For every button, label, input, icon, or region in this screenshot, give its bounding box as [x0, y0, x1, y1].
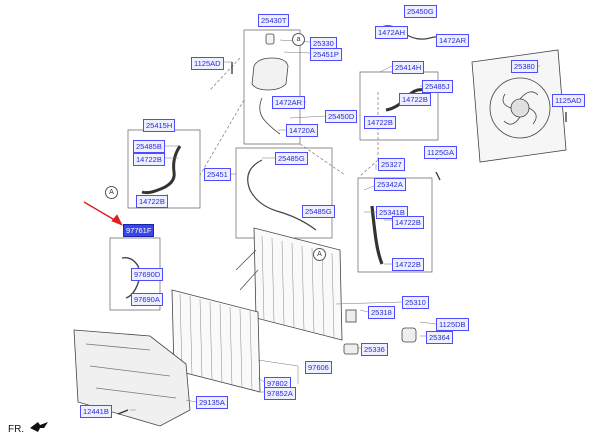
hose-box-25415 — [127, 129, 201, 209]
part-label-25336[interactable]: 25336 — [361, 343, 388, 356]
hose-25342 — [370, 205, 384, 265]
part-label-14722b-a[interactable]: 14722B — [399, 93, 431, 106]
part-label-97802[interactable]: 97802 — [264, 377, 291, 390]
part-label-12441b[interactable]: 12441B — [80, 405, 112, 418]
radiator — [253, 227, 343, 341]
reservoir-cap — [265, 33, 275, 45]
part-label-97606[interactable]: 97606 — [305, 361, 332, 374]
part-label-1125ga[interactable]: 1125GA — [424, 146, 457, 159]
callout-a-left: A — [105, 186, 118, 199]
part-label-25415h[interactable]: 25415H — [143, 119, 176, 132]
part-label-25450g[interactable]: 25450G — [404, 5, 437, 18]
part-label-25451[interactable]: 25451 — [204, 168, 231, 181]
part-label-97761f[interactable]: 97761F — [123, 224, 155, 237]
part-label-25485j[interactable]: 25485J — [422, 80, 453, 93]
front-carrier — [73, 329, 191, 427]
part-label-25318[interactable]: 25318 — [368, 306, 395, 319]
part-label-25485b[interactable]: 25485B — [133, 140, 165, 153]
callout-a-top: a — [292, 33, 305, 46]
part-label-25485g[interactable]: 25485G — [275, 152, 308, 165]
reservoir-tank — [251, 57, 289, 91]
part-label-1472ar[interactable]: 1472AR — [272, 96, 306, 109]
part-label-14722b-d[interactable]: 14722B — [136, 195, 168, 208]
bleed-hose — [247, 159, 317, 231]
hose-25415 — [141, 145, 182, 195]
part-label-25364[interactable]: 25364 — [426, 331, 453, 344]
part-label-97690d[interactable]: 97690D — [131, 268, 164, 281]
pointer-arrow-head — [111, 214, 123, 226]
part-label-25450d[interactable]: 25450D — [325, 110, 358, 123]
part-label-25327[interactable]: 25327 — [378, 158, 405, 171]
part-label-25414h[interactable]: 25414H — [392, 61, 425, 74]
part-label-25430t[interactable]: 25430T — [258, 14, 290, 27]
part-label-25341b[interactable]: 25341B — [376, 206, 408, 219]
part-label-1125db[interactable]: 1125DB — [436, 318, 469, 331]
part-label-1472ah[interactable]: 1472AH — [375, 26, 409, 39]
bracket-25364 — [401, 327, 417, 343]
hose-box-25451 — [235, 147, 333, 239]
part-label-25451p[interactable]: 25451P — [310, 48, 342, 61]
part-label-25485g-b[interactable]: 25485G — [302, 205, 335, 218]
part-label-1125ad-fan[interactable]: 1125AD — [552, 94, 585, 107]
fr-arrow — [30, 422, 48, 432]
front-direction-label: FR. — [8, 424, 25, 435]
callout-a-right: A — [313, 248, 326, 261]
part-label-25310[interactable]: 25310 — [402, 296, 429, 309]
part-label-14722b-e[interactable]: 14722B — [392, 216, 424, 229]
part-label-14720a[interactable]: 14720A — [286, 124, 318, 137]
part-label-14722b-c[interactable]: 14722B — [133, 153, 165, 166]
sensor-box — [109, 237, 161, 311]
fan-blades — [502, 91, 539, 125]
part-label-25342a[interactable]: 25342A — [374, 178, 406, 191]
part-label-14722b-f[interactable]: 14722B — [392, 258, 424, 271]
bracket-25336 — [343, 343, 359, 355]
part-label-97690a[interactable]: 97690A — [131, 293, 163, 306]
part-label-1472ar-b[interactable]: 1472AR — [436, 34, 470, 47]
part-label-25380[interactable]: 25380 — [511, 60, 538, 73]
part-label-14722b-b[interactable]: 14722B — [364, 116, 396, 129]
pointer-arrow — [83, 201, 119, 223]
reservoir-hose — [259, 97, 281, 135]
part-label-1125ad-top[interactable]: 1125AD — [191, 57, 224, 70]
part-label-29135a[interactable]: 29135A — [196, 396, 228, 409]
hose-box-25342 — [357, 177, 433, 273]
part-label-97852a[interactable]: 97852A — [264, 387, 296, 400]
fan-ring — [489, 77, 551, 139]
